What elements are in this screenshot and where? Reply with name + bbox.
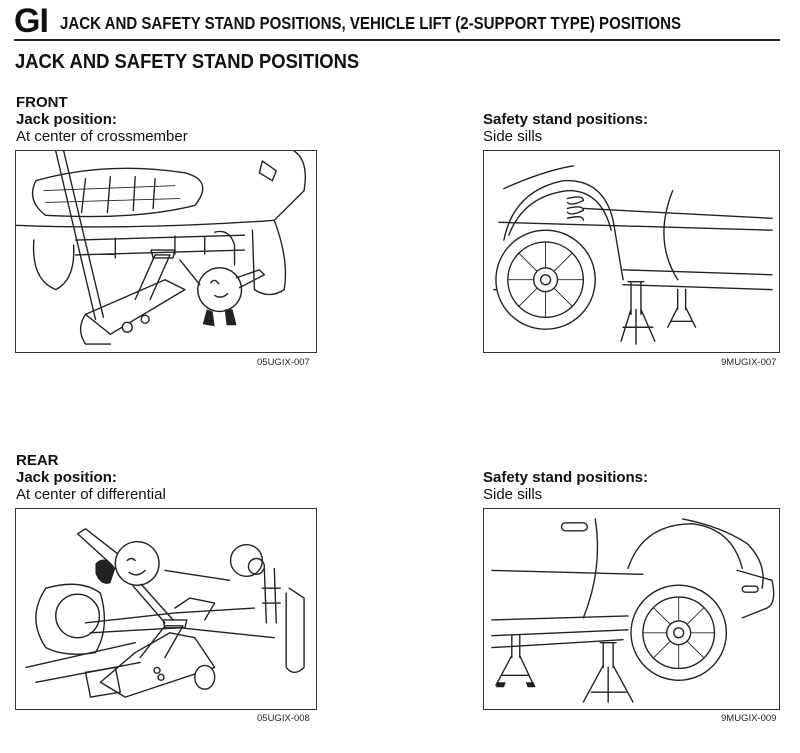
front-stand-label: Safety stand positions: bbox=[483, 111, 649, 128]
rear-stand-value: Side sills bbox=[483, 486, 543, 503]
page-header-title: JACK AND SAFETY STAND POSITIONS, VEHICLE… bbox=[60, 13, 682, 33]
rear-heading: REAR bbox=[16, 452, 59, 469]
front-heading: FRONT bbox=[16, 94, 68, 111]
front-jack-figure-id: 05UGIX-007 bbox=[257, 357, 310, 368]
front-jack-label: Jack position: bbox=[16, 111, 117, 128]
section-code: GI bbox=[14, 2, 49, 40]
front-stand-figure-id: 9MUGIX-007 bbox=[721, 357, 777, 368]
rear-jack-label: Jack position: bbox=[16, 469, 117, 486]
rear-jack-value: At center of differential bbox=[16, 486, 166, 503]
section-title: JACK AND SAFETY STAND POSITIONS bbox=[15, 51, 360, 73]
front-jack-illustration bbox=[15, 150, 317, 353]
rear-stand-label: Safety stand positions: bbox=[483, 469, 649, 486]
header-divider bbox=[14, 39, 780, 41]
rear-jack-illustration bbox=[15, 508, 317, 710]
front-stand-value: Side sills bbox=[483, 128, 543, 145]
front-jack-value: At center of crossmember bbox=[16, 128, 188, 145]
rear-stand-figure-id: 9MUGIX-009 bbox=[721, 713, 777, 724]
rear-jack-figure-id: 05UGIX-008 bbox=[257, 713, 310, 724]
front-stand-illustration bbox=[483, 150, 780, 353]
rear-stand-illustration bbox=[483, 508, 780, 710]
